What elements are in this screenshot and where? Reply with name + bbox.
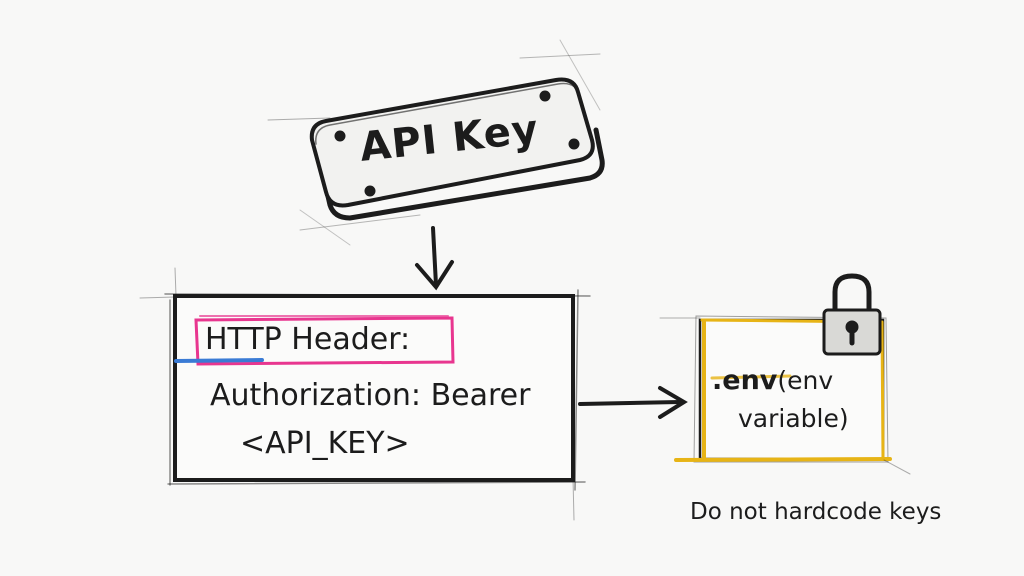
padlock-icon (822, 273, 882, 356)
api-key-tag (267, 39, 605, 246)
api-key-placeholder: <API_KEY> (240, 426, 410, 461)
header-highlight (174, 315, 455, 366)
authorization-line: Authorization: Bearer (210, 378, 531, 413)
warning-note: Do not hardcode keys (690, 499, 942, 525)
http-header-box (139, 267, 591, 521)
http-header-title: HTTP Header: (205, 322, 411, 357)
env-title: .env(env (712, 367, 833, 394)
arrow-down-icon (415, 226, 454, 291)
env-variable-label: variable) (738, 404, 849, 433)
env-suffix: (env (777, 366, 834, 395)
arrow-right-icon (578, 386, 688, 419)
env-file-name: .env (712, 365, 778, 396)
